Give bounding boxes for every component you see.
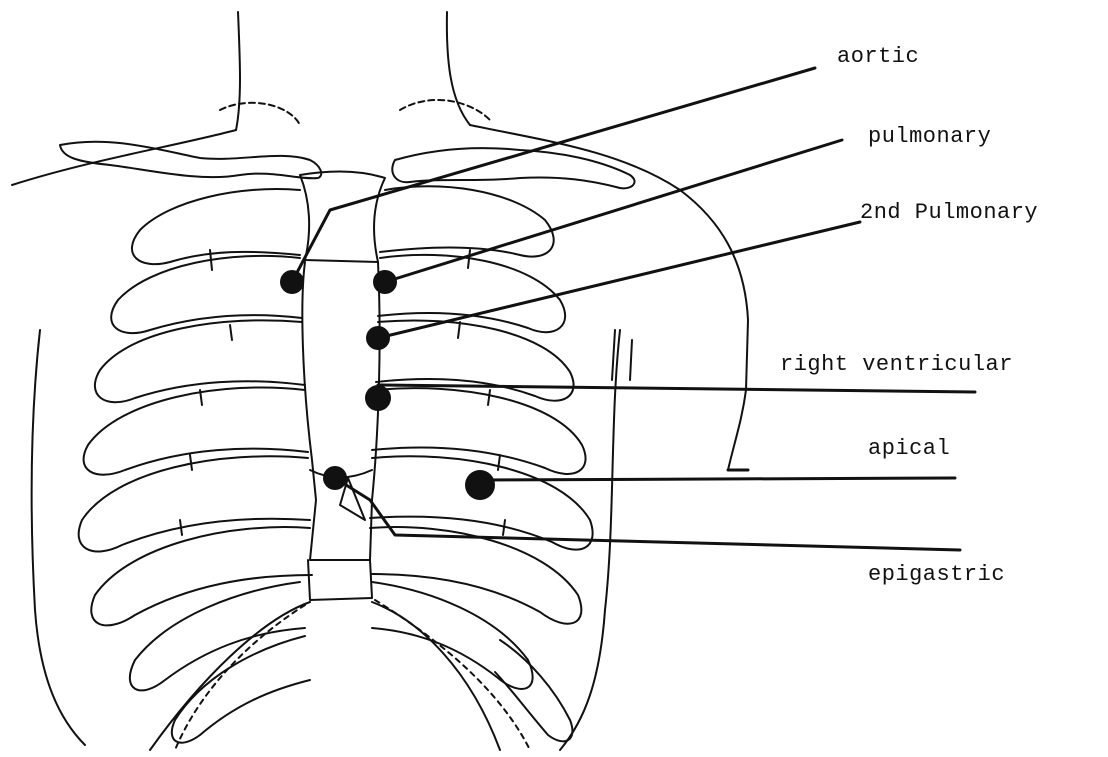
clavicles bbox=[60, 100, 635, 188]
pulmonary-point bbox=[373, 270, 397, 294]
ribs-left bbox=[79, 189, 312, 743]
apical-point bbox=[465, 470, 495, 500]
epigastric-point bbox=[323, 466, 347, 490]
label-right-ventricular: right ventricular bbox=[780, 352, 1013, 377]
sternum bbox=[300, 172, 385, 600]
ribs-right bbox=[370, 186, 593, 741]
pulmonary-leader-line bbox=[385, 140, 842, 282]
second-pulmonary-leader-line bbox=[378, 222, 860, 338]
label-aortic: aortic bbox=[837, 44, 919, 69]
aortic-point bbox=[280, 270, 304, 294]
apical-leader-line bbox=[480, 478, 955, 480]
epigastric-leader-line bbox=[335, 478, 960, 550]
label-apical: apical bbox=[868, 436, 950, 461]
costal-margin bbox=[150, 600, 530, 750]
label-second-pulmonary: 2nd Pulmonary bbox=[860, 200, 1038, 225]
right-ventricular-point bbox=[365, 385, 391, 411]
second-pulmonary-point bbox=[366, 326, 390, 350]
neck-outline bbox=[236, 12, 470, 130]
label-epigastric: epigastric bbox=[868, 562, 1005, 587]
label-pulmonary: pulmonary bbox=[868, 124, 991, 149]
torso-outline bbox=[12, 125, 748, 750]
